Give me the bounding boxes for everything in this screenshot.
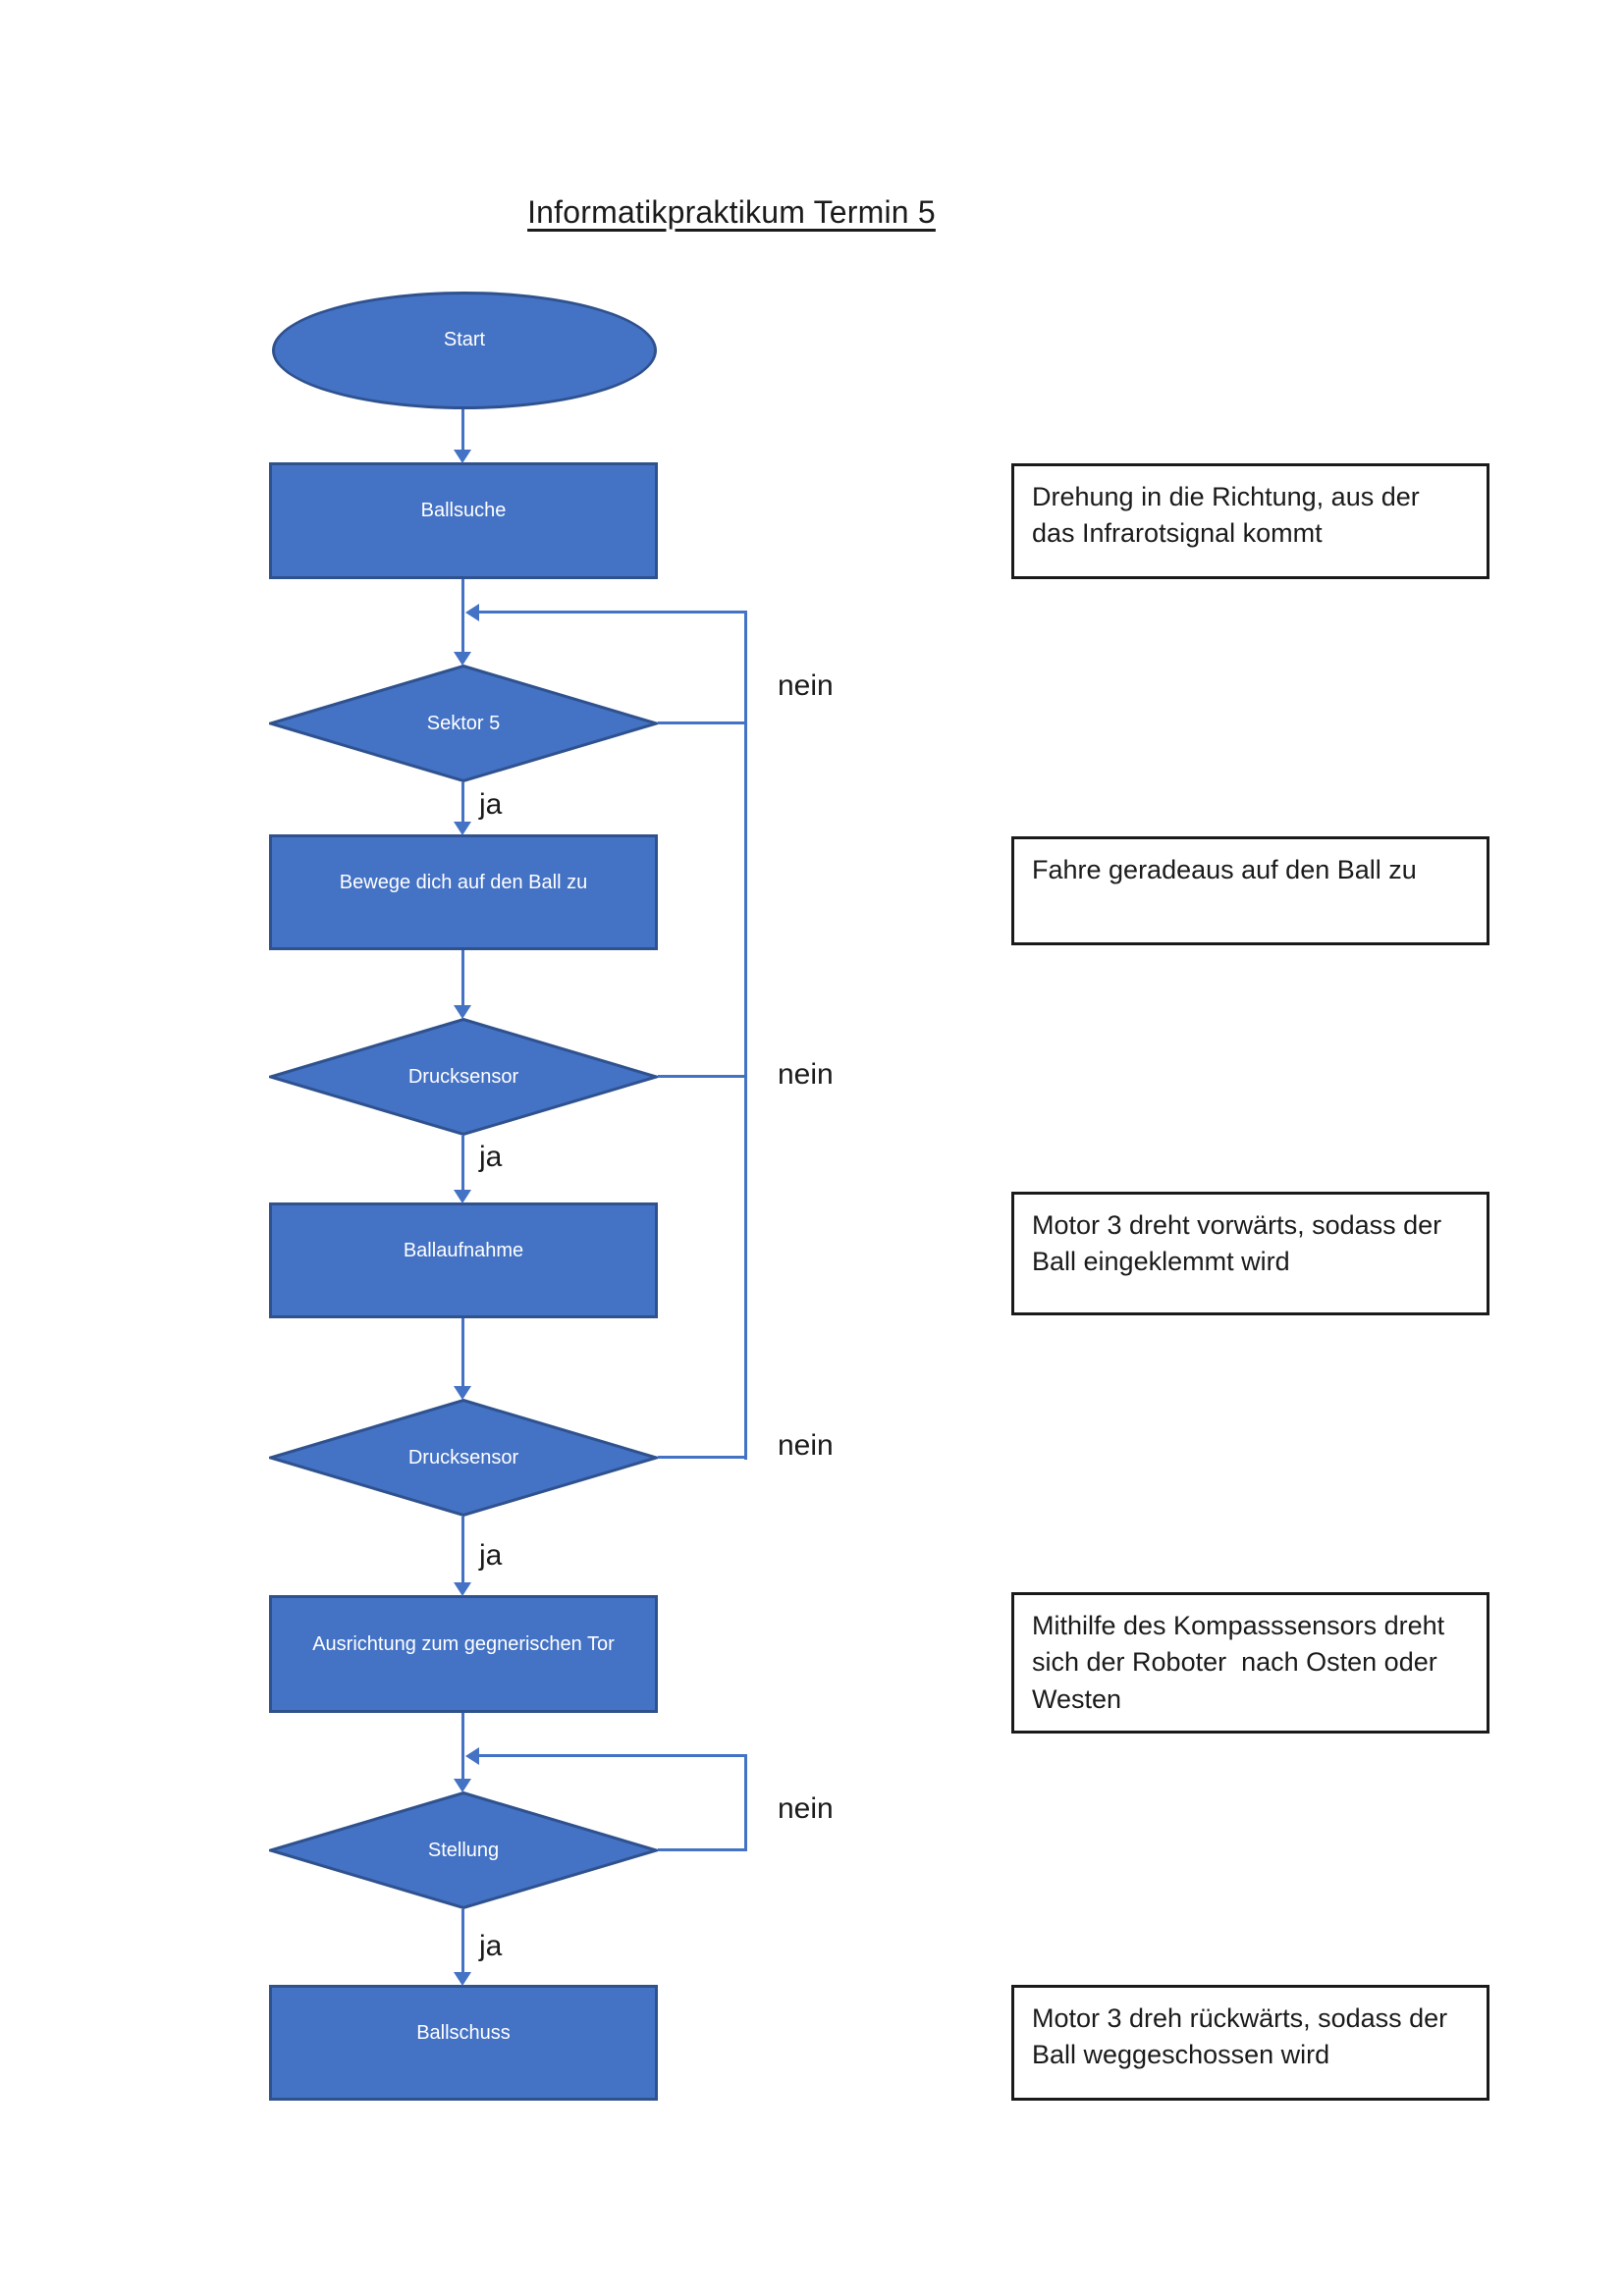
node-ballschuss: Ballschuss (269, 1985, 658, 2101)
diamond-shape (269, 1399, 658, 1517)
node-sektor5: Sektor 5 (269, 665, 658, 782)
node-ausrichtung: Ausrichtung zum gegnerischen Tor (269, 1595, 658, 1713)
page-title-wrap: Informatikpraktikum Termin 5 (412, 194, 1051, 231)
node-start: Start (272, 292, 657, 409)
edge-label-nein-drucksensor1: nein (778, 1058, 834, 1091)
arrowhead-drucksensor-1 (454, 1005, 471, 1019)
node-drucksensor-2: Drucksensor (269, 1399, 658, 1517)
annotation-ballaufnahme: Motor 3 dreht vorwärts, sodass der Ball … (1011, 1192, 1489, 1315)
connector-drucksensor1-nein (658, 1075, 746, 1078)
connector-ballaufnahme-drucksensor2 (461, 1318, 464, 1388)
node-ballaufnahme: Ballaufnahme (269, 1202, 658, 1318)
annotation-ballsuche: Drehung in die Richtung, aus der das Inf… (1011, 463, 1489, 579)
connector-nein-trunk (744, 611, 747, 1460)
arrowhead-ballsuche (454, 450, 471, 463)
edge-label-ja-stellung: ja (479, 1930, 503, 1962)
edge-label-nein-drucksensor2: nein (778, 1429, 834, 1462)
connector-sektor5-bewege (461, 782, 464, 824)
node-bewege-label: Bewege dich auf den Ball zu (339, 871, 588, 893)
connector-bewege-drucksensor1 (461, 950, 464, 1007)
connector-drucksensor2-nein (658, 1456, 746, 1459)
connector-ausrichtung-stellung (461, 1713, 464, 1781)
node-ausrichtung-label: Ausrichtung zum gegnerischen Tor (312, 1632, 615, 1655)
connector-nein-return-top (478, 611, 747, 614)
node-stellung: Stellung (269, 1791, 658, 1909)
edge-label-ja-drucksensor1: ja (479, 1141, 503, 1173)
connector-stellung-nein (658, 1848, 746, 1851)
arrowhead-bewege (454, 822, 471, 835)
connector-stellung-nein-trunk (744, 1754, 747, 1851)
arrowhead-nein-return-stellung (465, 1747, 479, 1765)
diamond-shape (269, 1018, 658, 1136)
arrowhead-sektor5 (454, 652, 471, 666)
arrowhead-ausrichtung (454, 1582, 471, 1596)
arrowhead-nein-return-top (465, 604, 479, 621)
connector-drucksensor1-ballaufnahme (461, 1136, 464, 1192)
annotation-bewege: Fahre geradeaus auf den Ball zu (1011, 836, 1489, 945)
node-drucksensor-1: Drucksensor (269, 1018, 658, 1136)
connector-nein-return-stellung (478, 1754, 747, 1757)
connector-start-ballsuche (461, 409, 464, 454)
node-ballschuss-label: Ballschuss (416, 2021, 511, 2044)
edge-label-nein-stellung: nein (778, 1792, 834, 1825)
node-ballsuche: Ballsuche (269, 462, 658, 579)
annotation-ausrichtung: Mithilfe des Kompasssensors dreht sich d… (1011, 1592, 1489, 1734)
page-title: Informatikpraktikum Termin 5 (527, 194, 936, 230)
connector-ballsuche-sektor5 (461, 579, 464, 654)
diamond-shape (269, 665, 658, 782)
edge-label-ja-drucksensor2: ja (479, 1539, 503, 1572)
connector-sektor5-nein (658, 721, 746, 724)
node-bewege: Bewege dich auf den Ball zu (269, 834, 658, 950)
arrowhead-ballaufnahme (454, 1190, 471, 1203)
arrowhead-drucksensor-2 (454, 1386, 471, 1400)
node-ballaufnahme-label: Ballaufnahme (403, 1239, 524, 1261)
connector-stellung-ballschuss (461, 1909, 464, 1974)
edge-label-nein-sektor5: nein (778, 669, 834, 702)
node-ballsuche-label: Ballsuche (420, 500, 507, 521)
edge-label-ja-sektor5: ja (479, 788, 503, 821)
arrowhead-ballschuss (454, 1972, 471, 1986)
annotation-ballschuss: Motor 3 dreh rückwärts, sodass der Ball … (1011, 1985, 1489, 2101)
connector-drucksensor2-ausrichtung (461, 1517, 464, 1584)
diamond-shape (269, 1791, 658, 1909)
arrowhead-stellung (454, 1779, 471, 1792)
node-start-label: Start (443, 328, 486, 350)
